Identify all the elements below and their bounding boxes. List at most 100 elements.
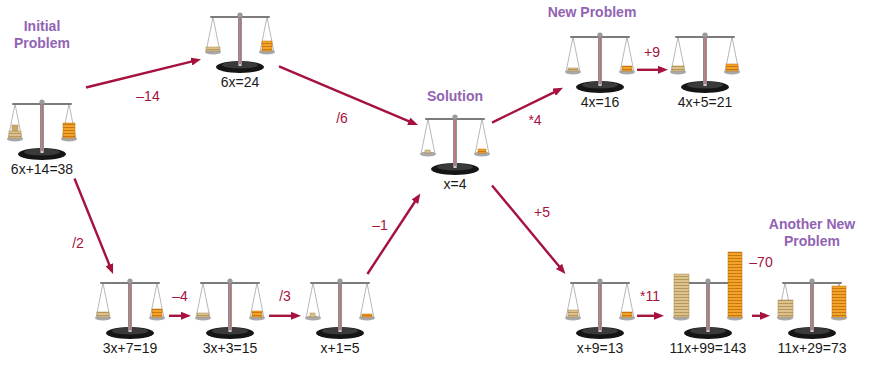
balance-scale bbox=[670, 32, 740, 93]
scale-part bbox=[425, 150, 430, 153]
equation-text: 4x=16 bbox=[563, 94, 637, 112]
scale-frame bbox=[195, 278, 265, 339]
scale-frame bbox=[305, 278, 375, 339]
scale-part bbox=[568, 68, 578, 71]
equation-text: 6x+14=38 bbox=[0, 161, 86, 179]
scale-part bbox=[262, 41, 272, 51]
scale-frame bbox=[420, 114, 490, 175]
scale-part bbox=[674, 274, 689, 317]
scale-part bbox=[622, 66, 632, 71]
operation-arrow bbox=[269, 315, 292, 317]
scale-node: Solutionx=4 bbox=[418, 88, 492, 194]
scale-part bbox=[726, 64, 738, 71]
scale-slot bbox=[664, 274, 752, 340]
scale-node: 4x=16 bbox=[563, 28, 637, 112]
operation-label: –14 bbox=[136, 88, 159, 105]
scale-node: 3x+3=15 bbox=[191, 274, 269, 358]
balance-scale bbox=[305, 278, 375, 339]
problem-heading: Another New Problem bbox=[762, 216, 862, 250]
scale-slot bbox=[418, 105, 492, 176]
scale-node: 3x+7=19 bbox=[91, 274, 169, 358]
scale-node: 6x=24 bbox=[201, 8, 279, 92]
scale-part bbox=[568, 310, 578, 317]
scale-part bbox=[478, 149, 486, 153]
operation-arrow bbox=[752, 315, 761, 317]
scale-part bbox=[197, 313, 209, 317]
balance-scale bbox=[777, 278, 847, 339]
scale-frame bbox=[777, 278, 847, 339]
balance-scale bbox=[205, 12, 275, 73]
operation-label: *11 bbox=[640, 288, 660, 305]
operation-label: +9 bbox=[644, 44, 660, 61]
equation-text: 11x+99=143 bbox=[664, 340, 752, 358]
scale-node: Initial Problem 6x+14=38 bbox=[0, 18, 86, 179]
scale-node: 4x+5=21 bbox=[668, 28, 742, 112]
scale-frame bbox=[670, 32, 740, 93]
operation-label: /6 bbox=[336, 110, 348, 127]
operation-label: /3 bbox=[279, 288, 291, 305]
equation-text: x+1=5 bbox=[301, 340, 379, 358]
balance-scale bbox=[673, 252, 743, 339]
scale-frame bbox=[565, 278, 635, 339]
scale-part bbox=[252, 311, 262, 317]
equation-text: 3x+3=15 bbox=[191, 340, 269, 358]
operation-arrow bbox=[367, 201, 415, 274]
scale-part bbox=[152, 309, 162, 317]
scale-part bbox=[728, 252, 742, 317]
scale-part bbox=[63, 123, 75, 138]
scale-part bbox=[778, 300, 793, 317]
operation-label: –1 bbox=[372, 217, 388, 234]
scale-node: 11x+29=73 bbox=[770, 274, 854, 358]
node-heading: Solution bbox=[418, 88, 492, 105]
scale-slot bbox=[770, 274, 854, 340]
operation-arrow bbox=[86, 61, 192, 87]
operation-label: *4 bbox=[528, 112, 541, 129]
balance-scale bbox=[95, 278, 165, 339]
scale-slot bbox=[201, 8, 279, 74]
scale-slot bbox=[563, 28, 637, 94]
problem-heading: New Problem bbox=[537, 4, 647, 21]
scale-part bbox=[9, 131, 21, 138]
operation-arrow bbox=[492, 185, 560, 267]
scale-node: x+1=5 bbox=[301, 274, 379, 358]
scale-slot bbox=[91, 274, 169, 340]
scale-slot bbox=[191, 274, 269, 340]
balance-scale bbox=[7, 99, 77, 160]
operation-arrow bbox=[169, 315, 182, 317]
balance-scale bbox=[565, 32, 635, 93]
equation-text: 6x=24 bbox=[201, 74, 279, 92]
scale-frame bbox=[565, 32, 635, 93]
balance-scale bbox=[195, 278, 265, 339]
balance-scale bbox=[565, 278, 635, 339]
equation-text: 4x+5=21 bbox=[668, 94, 742, 112]
scale-frame bbox=[205, 12, 275, 73]
scale-frame bbox=[7, 99, 77, 160]
operation-arrow bbox=[492, 92, 555, 123]
node-heading: Initial Problem bbox=[0, 18, 86, 52]
operation-arrow bbox=[75, 179, 110, 266]
scale-part bbox=[12, 125, 18, 131]
scale-frame bbox=[95, 278, 165, 339]
operation-arrow bbox=[637, 69, 659, 71]
operation-label: +5 bbox=[534, 204, 550, 221]
scale-slot bbox=[563, 274, 637, 340]
equation-text: 11x+29=73 bbox=[770, 340, 854, 358]
operation-arrow bbox=[637, 315, 655, 317]
operation-label: /2 bbox=[72, 235, 84, 252]
scale-node: 11x+99=143 bbox=[664, 274, 752, 358]
scale-slot bbox=[668, 28, 742, 94]
scale-part bbox=[97, 312, 109, 317]
operation-label: –70 bbox=[749, 254, 772, 271]
scale-part bbox=[832, 286, 846, 317]
scale-slot bbox=[0, 52, 86, 161]
operation-label: –4 bbox=[172, 288, 188, 305]
scale-part bbox=[206, 47, 220, 51]
scale-part bbox=[672, 66, 684, 71]
scale-part bbox=[310, 313, 315, 317]
scale-node: x+9=13 bbox=[563, 274, 637, 358]
equation-text: x+9=13 bbox=[563, 340, 637, 358]
equation-text: 3x+7=19 bbox=[91, 340, 169, 358]
scale-part bbox=[622, 312, 632, 317]
